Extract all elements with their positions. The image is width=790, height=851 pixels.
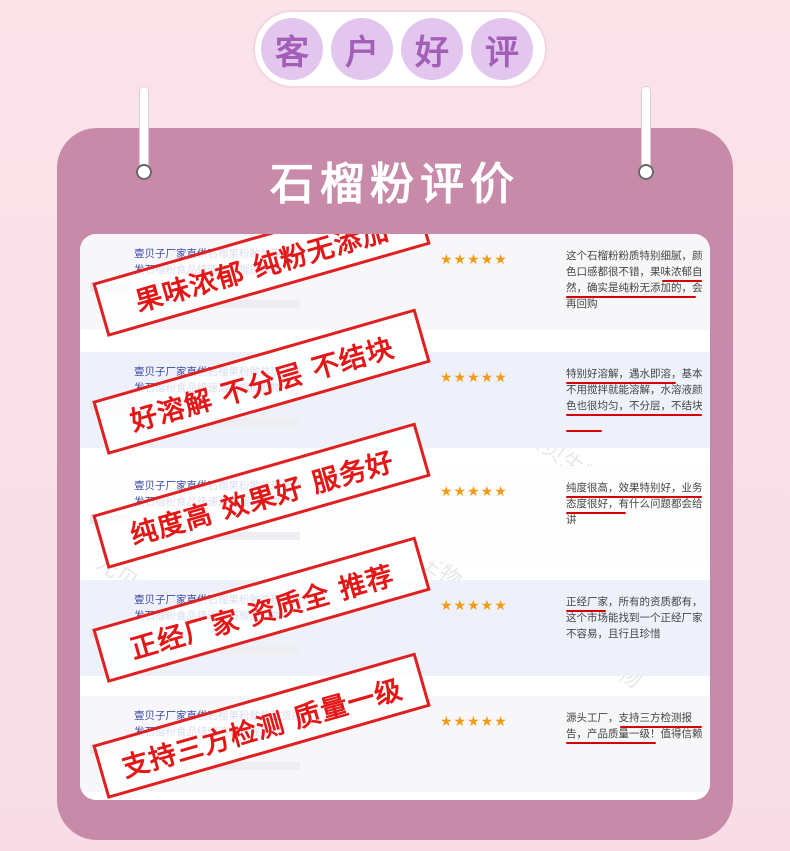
header-char-2: 户 bbox=[331, 18, 393, 80]
highlight-underline bbox=[566, 742, 656, 744]
highlight-underline bbox=[566, 414, 702, 416]
blurred-detail bbox=[150, 762, 300, 770]
hanger-pin bbox=[139, 86, 149, 174]
review-row-2: 壹贝子厂家直供石榴果粉散装现货批发石榴粉食品级速溶石榴提取物 ★★★★★ 特别好… bbox=[80, 308, 710, 455]
blurred-detail bbox=[150, 300, 300, 308]
review-row-5: 壹贝子厂家直供石榴果粉散装现货批发石榴粉食品级速溶石榴提取物 ★★★★★ 源头工… bbox=[80, 652, 710, 799]
review-text: 正经厂家，所有的资质都有，这个市场能找到一个正经厂家不容易，且行且珍惜 bbox=[566, 596, 703, 640]
hanger-hole bbox=[136, 164, 152, 180]
highlight-underline bbox=[662, 280, 702, 282]
hanger-pin bbox=[641, 86, 651, 174]
review-list: 元贝贝生物 元贝贝生物 元贝贝生物 元贝贝生物 元贝贝生物 元贝贝生物 元贝贝生… bbox=[80, 234, 710, 800]
hanger-hole bbox=[638, 164, 654, 180]
review-text: 源头工厂，支持三方检测报告，产品质量一级！值得信赖 bbox=[566, 712, 703, 740]
rating-stars: ★★★★★ bbox=[440, 370, 508, 386]
highlight-underline bbox=[566, 382, 676, 384]
highlight-underline bbox=[620, 726, 702, 728]
blurred-detail bbox=[150, 532, 300, 540]
header-char-3: 好 bbox=[401, 18, 463, 80]
rating-stars: ★★★★★ bbox=[440, 714, 508, 730]
header-banner: 客 户 好 评 bbox=[255, 12, 545, 86]
highlight-underline bbox=[566, 496, 702, 498]
rating-stars: ★★★★★ bbox=[440, 252, 508, 268]
blurred-detail bbox=[150, 418, 300, 426]
highlight-underline bbox=[566, 296, 696, 298]
highlight-underline bbox=[566, 430, 602, 432]
review-text: 纯度很高，效果特别好，业务态度很好，有什么问题都会给讲 bbox=[566, 482, 703, 526]
highlight-underline bbox=[566, 512, 626, 514]
blurred-detail bbox=[150, 646, 300, 654]
review-text: 特别好溶解，遇水即溶，基本不用搅拌就能溶解，水溶液颜色也很均匀，不分层，不结块 bbox=[566, 368, 703, 412]
review-board: 石榴粉评价 元贝贝生物 元贝贝生物 元贝贝生物 元贝贝生物 元贝贝生物 元贝贝生… bbox=[57, 128, 733, 840]
board-title: 石榴粉评价 bbox=[270, 159, 520, 210]
review-text: 这个石榴粉粉质特别细腻，颜色口感都很不错，果味浓郁自然，确实是纯粉无添加的，会再… bbox=[566, 250, 703, 310]
header-char-1: 客 bbox=[261, 18, 323, 80]
highlight-underline bbox=[566, 610, 606, 612]
rating-stars: ★★★★★ bbox=[440, 598, 508, 614]
header-char-4: 评 bbox=[471, 18, 533, 80]
rating-stars: ★★★★★ bbox=[440, 484, 508, 500]
